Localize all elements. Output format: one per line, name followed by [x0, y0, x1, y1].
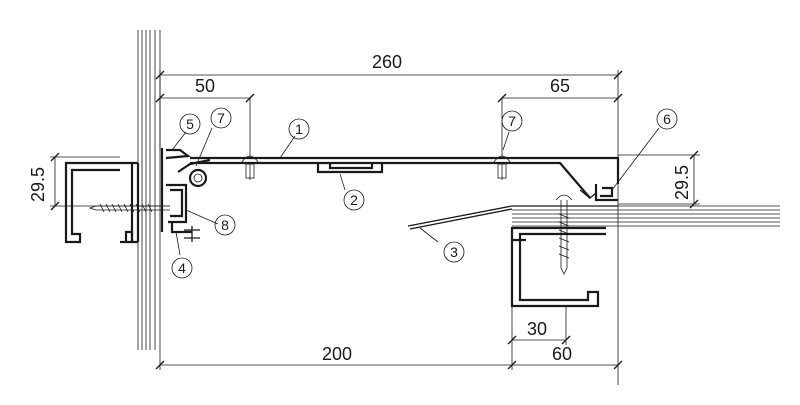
hinge-roll-inner	[193, 173, 203, 183]
dim-200: 200	[322, 344, 352, 364]
lower-flashing	[407, 205, 618, 230]
svg-text:2: 2	[350, 192, 358, 208]
callout-8: 8	[214, 214, 236, 236]
left-channel-web	[130, 163, 140, 242]
screw-left	[88, 203, 170, 213]
roof-panel	[512, 205, 780, 227]
callout-5: 5	[179, 113, 201, 135]
callout-leaders	[171, 127, 660, 256]
callout-2: 2	[343, 189, 365, 211]
dim-60: 60	[552, 344, 572, 364]
dim-65: 65	[550, 76, 570, 96]
right-clip	[594, 184, 618, 202]
dimension-ticks	[50, 70, 699, 370]
callout-3: 3	[443, 241, 465, 263]
left-steel-channel	[64, 161, 138, 244]
svg-text:3: 3	[450, 244, 458, 260]
svg-text:8: 8	[221, 217, 229, 233]
hinge-arm	[177, 158, 211, 173]
screw-top-left	[241, 155, 259, 180]
svg-text:1: 1	[295, 121, 303, 137]
svg-text:7: 7	[217, 110, 225, 126]
dim-29-5-left: 29.5	[28, 167, 48, 202]
svg-text:7: 7	[508, 113, 516, 129]
screw-right	[555, 194, 573, 275]
hinge-roll	[188, 168, 208, 188]
dim-260: 260	[372, 52, 402, 72]
clip-fork	[184, 226, 200, 242]
dimension-lines	[50, 70, 700, 385]
svg-text:5: 5	[186, 116, 194, 132]
coping-top-profile	[190, 156, 620, 199]
dim-30: 30	[527, 319, 547, 339]
svg-text:6: 6	[663, 111, 671, 127]
callout-7-right: 7	[501, 110, 523, 132]
coping-slope-lip	[579, 189, 597, 199]
right-steel-channel	[510, 226, 606, 308]
callout-7-left: 7	[210, 107, 232, 129]
dim-50: 50	[195, 76, 215, 96]
screw-top-right	[493, 155, 511, 180]
svg-text:4: 4	[178, 260, 186, 276]
callout-6: 6	[656, 108, 678, 130]
callout-1: 1	[288, 118, 310, 140]
left-bracket	[160, 148, 192, 234]
callout-4: 4	[171, 257, 193, 279]
dim-29-5-right: 29.5	[672, 165, 692, 200]
inner-drip-profile	[316, 163, 384, 174]
